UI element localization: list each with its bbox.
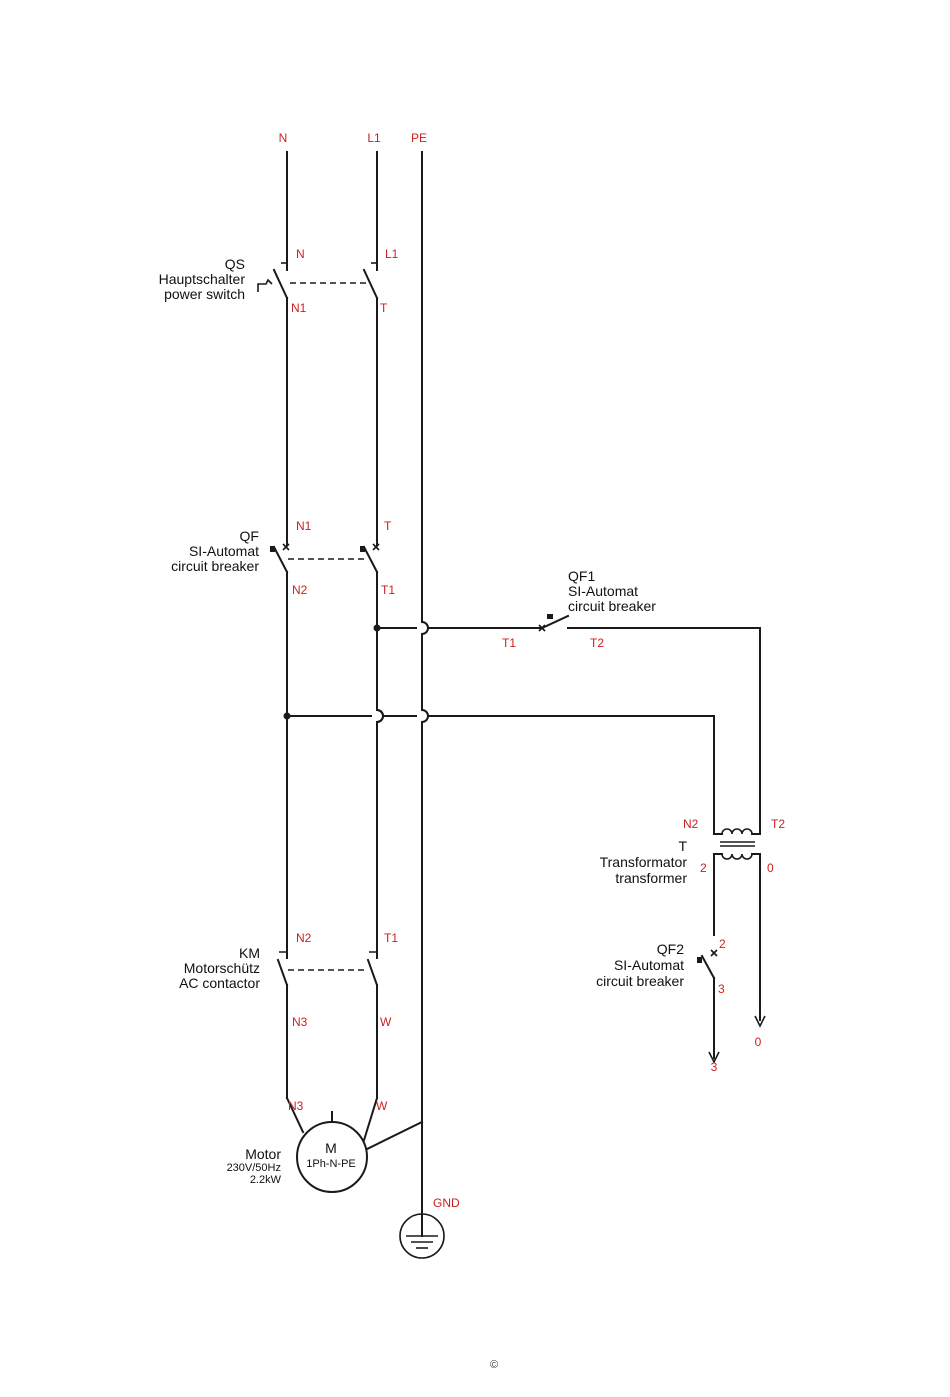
qf1-name-en: circuit breaker — [568, 598, 656, 614]
transformer-terminal-2: 2 — [700, 861, 707, 875]
ground-symbol — [400, 1212, 444, 1258]
motor-power: 2.2kW — [250, 1174, 282, 1186]
pe-wire — [361, 152, 428, 1212]
qf1-terminal-in: T1 — [502, 636, 516, 650]
qs-power-switch — [258, 263, 377, 298]
output-3-label: 3 — [711, 1060, 718, 1074]
motor-symbol-letter: M — [325, 1140, 337, 1156]
transformer-primary-wire — [284, 713, 761, 835]
qf1-name-de: SI-Automat — [568, 583, 638, 599]
qs-name-en: power switch — [164, 286, 245, 302]
motor-terminal-w: W — [376, 1099, 388, 1113]
km-terminal-top-n: N2 — [296, 931, 312, 945]
qs-code: QS — [225, 256, 245, 272]
qf-terminal-top-n: N1 — [296, 519, 312, 533]
km-contactor — [278, 952, 377, 985]
qs-terminal-bot-n: N1 — [291, 301, 307, 315]
qs-name-de: Hauptschalter — [159, 271, 246, 287]
qf1-circuit-breaker — [539, 614, 568, 631]
qs-terminal-bot-l: T — [380, 301, 388, 315]
transformer-terminal-n2: N2 — [683, 817, 699, 831]
qf1-branch-wire — [374, 625, 761, 825]
transformer-terminal-t2: T2 — [771, 817, 785, 831]
bus-label-pe: PE — [411, 131, 427, 145]
transformer-terminal-0: 0 — [767, 861, 774, 875]
qf-terminal-bot-n: N2 — [292, 583, 308, 597]
copyright-mark: © — [490, 1359, 498, 1371]
output-0-label: 0 — [755, 1035, 762, 1049]
qs-terminal-top-n: N — [296, 247, 305, 261]
qf-name-de: SI-Automat — [189, 543, 259, 559]
bus-label-l1: L1 — [367, 131, 381, 145]
km-name-en: AC contactor — [179, 975, 260, 991]
km-code: KM — [239, 945, 260, 961]
km-name-de: Motorschütz — [184, 960, 260, 976]
motor-type: 1Ph-N-PE — [306, 1158, 356, 1170]
qf2-terminal-bot: 3 — [718, 982, 725, 996]
qf2-circuit-breaker — [697, 924, 719, 1062]
qf2-name-de: SI-Automat — [614, 957, 684, 973]
km-terminal-bot-n: N3 — [292, 1015, 308, 1029]
bus-label-n: N — [279, 131, 288, 145]
transformer-name-en: transformer — [615, 870, 687, 886]
motor-name: Motor — [245, 1146, 281, 1162]
km-terminal-top-l: T1 — [384, 931, 398, 945]
km-terminal-bot-l: W — [380, 1015, 392, 1029]
motor-terminal-n3: N3 — [288, 1099, 304, 1113]
qf-circuit-breaker — [270, 544, 379, 572]
ground-label: GND — [433, 1196, 460, 1210]
crossover-l1-primary — [377, 710, 383, 722]
qf-terminal-top-l: T — [384, 519, 392, 533]
transformer-name-de: Transformator — [600, 854, 688, 870]
motor-voltage: 230V/50Hz — [227, 1162, 281, 1174]
transformer-code: T — [678, 838, 687, 854]
qs-terminal-top-l: L1 — [385, 247, 399, 261]
qf1-terminal-out: T2 — [590, 636, 604, 650]
qf2-terminal-top: 2 — [719, 937, 726, 951]
qf2-name-en: circuit breaker — [596, 973, 684, 989]
qf-code: QF — [240, 528, 259, 544]
qf-name-en: circuit breaker — [171, 558, 259, 574]
neutral-wire — [287, 152, 303, 1132]
qf-terminal-bot-l: T1 — [381, 583, 395, 597]
qf1-code: QF1 — [568, 568, 595, 584]
qf2-code: QF2 — [657, 941, 684, 957]
